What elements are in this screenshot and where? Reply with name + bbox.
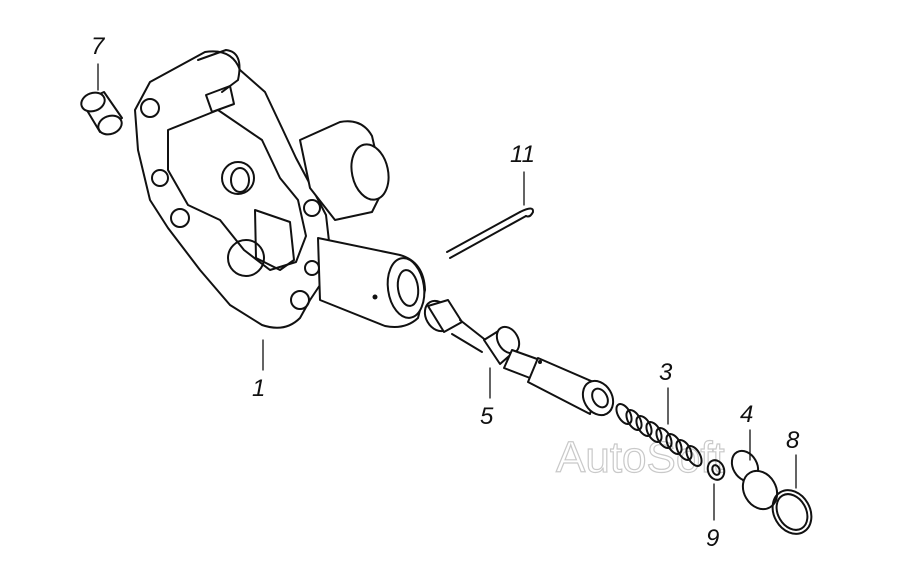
callout-5: 5 xyxy=(480,403,494,430)
callout-11: 11 xyxy=(510,141,535,168)
part-1-pump-body xyxy=(134,49,426,329)
watermark-text: AutoSoft xyxy=(556,433,725,482)
callout-3: 3 xyxy=(659,359,673,386)
part-9-washer xyxy=(706,459,726,481)
callout-9: 9 xyxy=(706,525,719,552)
callout-7: 7 xyxy=(91,33,106,60)
callout-1: 1 xyxy=(252,375,265,402)
part-3-spring xyxy=(615,403,703,467)
part-5-valve-plunger xyxy=(423,299,615,417)
part-8-o-ring xyxy=(771,489,813,535)
leader-lines xyxy=(97,63,797,521)
part-7-bushing xyxy=(80,91,123,136)
part-4-plug xyxy=(730,449,779,511)
part-11-cotter-pin xyxy=(446,207,535,259)
callout-8: 8 xyxy=(786,427,800,454)
callout-4: 4 xyxy=(740,401,753,428)
